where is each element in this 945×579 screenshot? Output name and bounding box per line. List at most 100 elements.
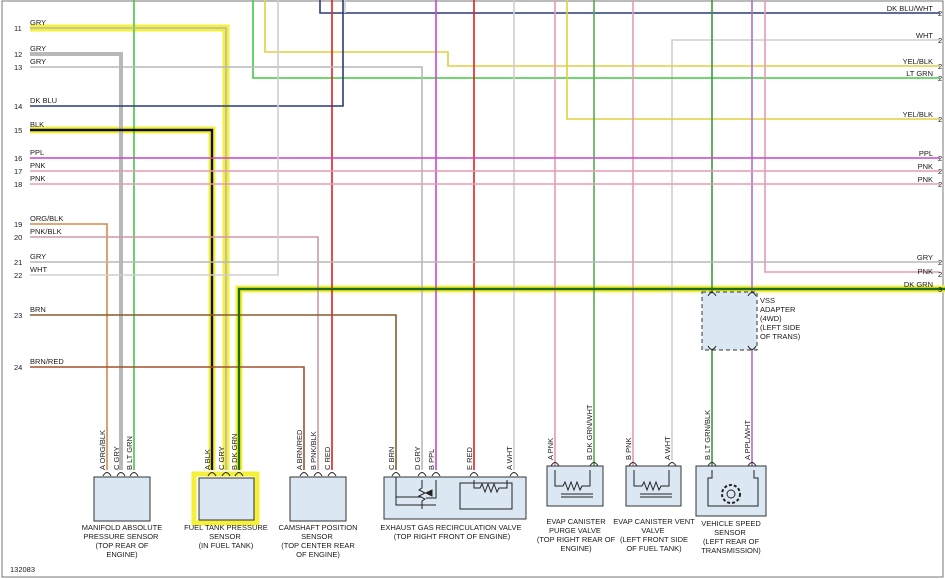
wire-yel-blk-1: [264, 0, 940, 67]
right-wire-color-9: GRY: [917, 253, 933, 262]
egr-pin-e-label: E RED: [465, 446, 474, 470]
right-wire-color-5: YEL/BLK: [903, 110, 933, 119]
wire-color-16: PPL: [30, 148, 44, 157]
terminal: [431, 472, 441, 477]
terminal: [327, 472, 337, 477]
terminals: [102, 462, 757, 477]
vent-pin-a-label: A WHT: [663, 436, 672, 460]
wire-num-21: 21: [14, 258, 22, 267]
ftp-sensor-box: [198, 477, 255, 521]
wire-24-brn-red: [30, 366, 305, 470]
vss-adapter-box: [701, 291, 758, 351]
wire-23-brn: [30, 314, 397, 470]
terminal: [391, 472, 401, 477]
right-wire-color-3: YEL/BLK: [903, 57, 933, 66]
wire-num-12: 12: [14, 50, 22, 59]
egr-solenoid: [459, 480, 513, 510]
right-wire-color-8: PNK: [918, 175, 933, 184]
vss-gear-icon: [721, 484, 741, 504]
ftp-pin-a-label: A BLK: [203, 449, 212, 470]
terminal: [313, 472, 323, 477]
wire-num-19: 19: [14, 220, 22, 229]
wire-color-21: GRY: [30, 252, 46, 261]
wire-22-wht: [30, 0, 279, 276]
wire-lt-grn-top: [252, 0, 940, 79]
wire-color-14: DK BLU: [30, 96, 57, 105]
cmp-pin-b-label: B PNK/BLK: [309, 431, 318, 470]
right-wire-num-4: 2: [938, 74, 942, 83]
wire-13-gry: [30, 66, 423, 470]
upper-wires: [133, 0, 940, 470]
egr-arrow-icon: [424, 489, 433, 497]
egr-pin-b-label: B PPL: [427, 449, 436, 470]
highlight-wire-11: [30, 24, 230, 470]
right-wire-color-10: PNK: [918, 267, 933, 276]
wire-color-24: BRN/RED: [30, 357, 64, 366]
wire-num-16: 16: [14, 154, 22, 163]
wire-pnk-right: [764, 0, 940, 273]
purge-pin-a-label: A PNK: [546, 438, 555, 460]
egr-pin-c-label: C BRN: [387, 447, 396, 470]
egr-pin-d-label: D GRY: [413, 446, 422, 470]
wire-color-12: GRY: [30, 44, 46, 53]
vss-adapter-terminals: [707, 292, 757, 350]
vss-sensor-box: [695, 465, 767, 517]
component-pins: A ORG/BLK C GRY B LT GRN A BLK C GRY B D…: [98, 404, 752, 470]
right-wire-color-4: LT GRN: [906, 69, 933, 78]
map-sensor-box: [93, 476, 151, 522]
terminal: [102, 472, 112, 477]
wire-num-18: 18: [14, 180, 22, 189]
right-wire-num-5: 2: [938, 115, 942, 124]
terminal: [129, 472, 139, 477]
terminal: [469, 472, 479, 477]
wire-num-23: 23: [14, 311, 22, 320]
purge-solenoid-icon: [554, 470, 593, 498]
terminal: [747, 462, 757, 467]
wire-color-19: ORG/BLK: [30, 214, 63, 223]
wire-num-20: 20: [14, 233, 22, 242]
terminal: [509, 472, 519, 477]
vent-pin-b-label: B PNK: [624, 437, 633, 460]
terminal: [221, 472, 231, 477]
wire-yel-blk-2: [566, 0, 940, 120]
terminal: [116, 472, 126, 477]
wire-color-11: GRY: [30, 18, 46, 27]
cmp-sensor-box: [289, 476, 347, 522]
vss-pin-b-label: B LT GRN/BLK: [703, 410, 712, 460]
egr-valve-box: [383, 476, 527, 520]
right-wire-color-6: PPL: [919, 149, 933, 158]
wire-20-pnk-blk: [30, 236, 319, 470]
wire-wht-2: [671, 39, 940, 460]
right-wire-color-7: PNK: [918, 162, 933, 171]
right-wire-num-11: 3: [938, 285, 942, 294]
egr-pin-a-label: A WHT: [505, 446, 514, 470]
cmp-pin-c-label: C RED: [323, 446, 332, 470]
left-wires: [30, 0, 945, 470]
wire-11-gry: [30, 27, 227, 470]
wire-color-13: GRY: [30, 57, 46, 66]
right-wire-labels: DK BLU/WHT 2 WHT 2 YEL/BLK 2 LT GRN 2 YE…: [887, 4, 942, 294]
egr-internal-wiring: [395, 477, 437, 509]
wire-color-17: PNK: [30, 161, 45, 170]
terminal: [707, 462, 717, 467]
wire-color-18: PNK: [30, 174, 45, 183]
right-wire-color-2: WHT: [916, 31, 933, 40]
left-wire-labels: 11 GRY 12 GRY 13 GRY 14 DK BLU 15 BLK 16…: [14, 18, 64, 372]
wire-num-24: 24: [14, 363, 22, 372]
wire-14-dk-blu: [30, 0, 344, 107]
wire-num-15: 15: [14, 126, 22, 135]
vent-solenoid-icon: [633, 470, 672, 498]
wire-num-22: 22: [14, 271, 22, 280]
right-wire-num-3: 2: [938, 62, 942, 71]
map-pin-a-label: A ORG/BLK: [98, 430, 107, 470]
wire-num-14: 14: [14, 102, 22, 111]
figure-id: 132083: [10, 565, 35, 574]
egr-valve-caption: EXHAUST GAS RECIRCULATION VALVE (TOP RIG…: [380, 523, 523, 541]
